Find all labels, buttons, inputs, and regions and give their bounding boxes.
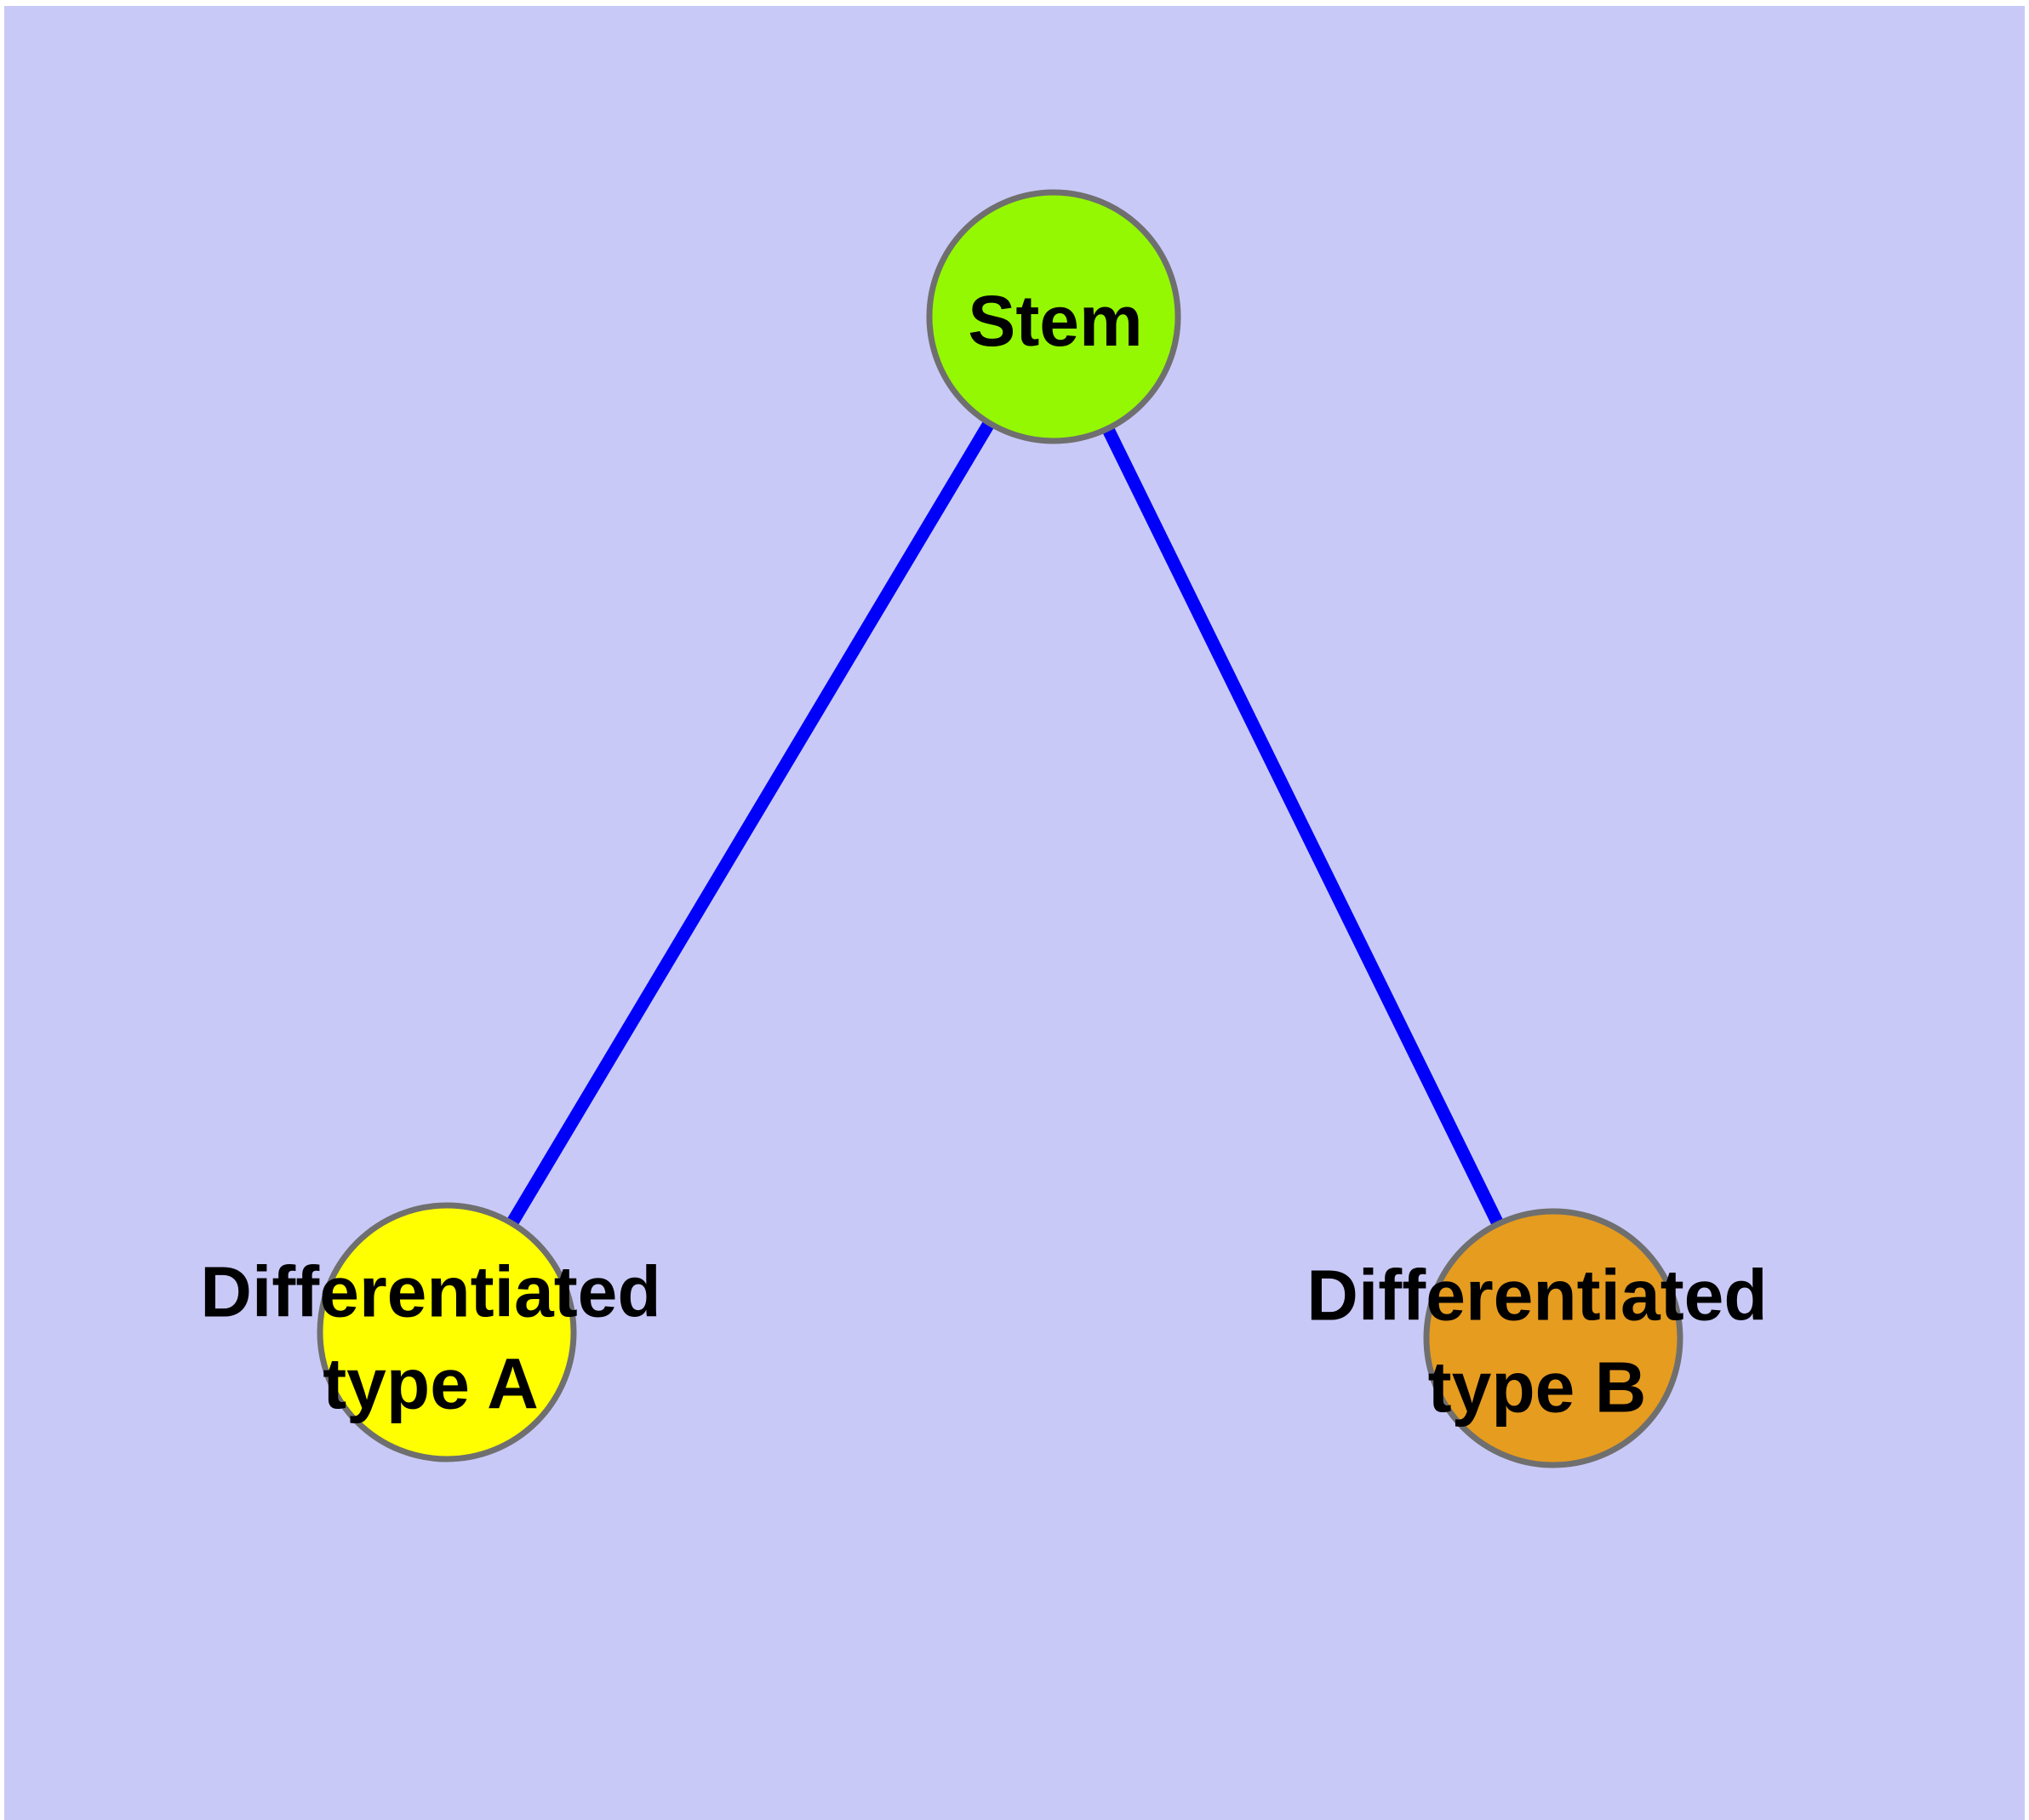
node-stem bbox=[926, 189, 1181, 444]
node-type-b bbox=[1423, 1208, 1683, 1468]
node-type-a-label: Differentiated type A bbox=[200, 1251, 661, 1424]
node-stem-label: Stem bbox=[968, 280, 1143, 361]
edge-stem-to-type-a bbox=[441, 313, 1059, 1336]
edge-stem-to-type-b bbox=[1047, 313, 1560, 1342]
node-type-a bbox=[317, 1202, 577, 1462]
node-type-b-label: Differentiated type B bbox=[1306, 1255, 1768, 1428]
